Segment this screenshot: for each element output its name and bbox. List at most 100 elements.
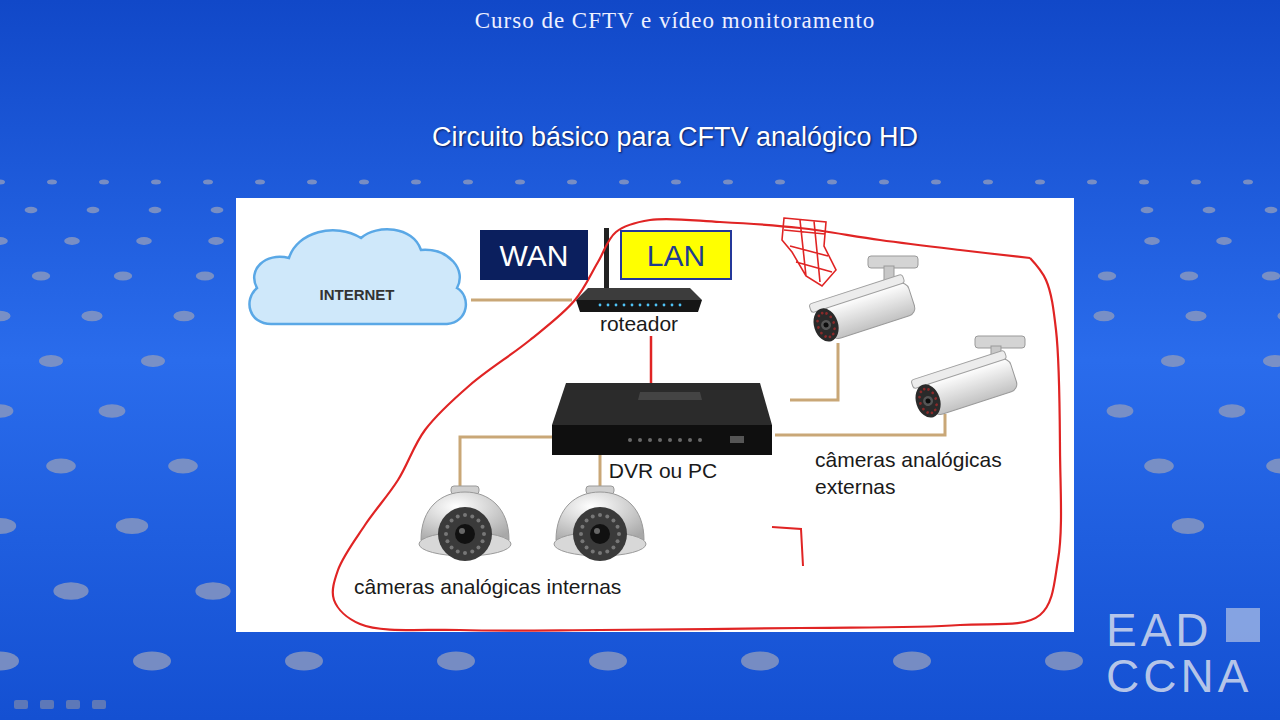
background-dot (307, 180, 317, 185)
ir-led (481, 539, 485, 543)
ir-led (825, 312, 829, 316)
background-dot (47, 180, 57, 185)
background-dot (1107, 404, 1134, 417)
router-led (623, 304, 626, 307)
ir-led (444, 532, 448, 536)
lens-highlight (459, 528, 465, 534)
camera-sunshield (809, 274, 905, 313)
camera-group-label: câmeras analógicas internas (354, 575, 621, 599)
router-node: roteador (572, 288, 706, 336)
ir-led (580, 539, 584, 543)
ir-led (922, 407, 926, 411)
ir-led (605, 514, 609, 518)
background-dot (515, 180, 525, 185)
dome-lens-housing (438, 507, 492, 561)
background-dot (99, 180, 109, 185)
nav-icon (92, 700, 106, 709)
background-dot (1219, 404, 1246, 417)
router-led (615, 304, 618, 307)
background-dot (1203, 207, 1216, 213)
camera-cable (775, 414, 945, 435)
bullet-camera (909, 349, 1019, 420)
background-dot (411, 180, 421, 185)
lens-highlight (594, 528, 600, 534)
background-dot (1191, 180, 1201, 185)
ir-led (919, 390, 923, 394)
router-antenna (604, 228, 609, 292)
dvr-button (658, 438, 662, 442)
ir-led (611, 545, 615, 549)
background-dot (619, 180, 629, 185)
background-dot (141, 355, 165, 367)
ir-led (935, 403, 939, 407)
background-dot (1035, 180, 1045, 185)
background-dot (983, 180, 993, 185)
dome-camera (554, 486, 646, 561)
ir-led (470, 514, 474, 518)
ir-led (463, 551, 467, 555)
hand-drawn-mark (772, 527, 803, 566)
background-dot (195, 582, 230, 600)
router-led (607, 304, 610, 307)
background-dot (1045, 652, 1083, 671)
background-dot (1243, 180, 1253, 185)
background-dot (1144, 237, 1160, 245)
course-header: Curso de CFTV e vídeo monitoramento (475, 8, 876, 34)
background-dot (893, 652, 931, 671)
ir-led (445, 525, 449, 529)
background-dot (931, 180, 941, 185)
ir-led (476, 545, 480, 549)
ir-led (930, 411, 934, 415)
cloud-shape (243, 220, 471, 328)
background-dot (1098, 271, 1116, 280)
node-label: WAN (500, 238, 569, 273)
dvr-button (678, 438, 682, 442)
dvr-button (698, 438, 702, 442)
router-front (576, 300, 702, 312)
background-dot (1216, 237, 1232, 245)
ir-led (591, 550, 595, 554)
ir-led (476, 519, 480, 523)
background-dot (827, 180, 837, 185)
node-label: roteador (600, 312, 678, 336)
background-dot (32, 271, 50, 280)
diagram-panel (236, 198, 1074, 632)
ir-led (829, 315, 833, 319)
router-led (631, 304, 634, 307)
background-dot (285, 652, 323, 671)
ir-led (927, 388, 931, 392)
ir-led (919, 402, 923, 406)
background-dot (1141, 207, 1154, 213)
ir-led (831, 332, 835, 336)
background-dot (196, 271, 214, 280)
ir-led (926, 411, 930, 415)
network-cable (650, 336, 653, 383)
background-dot (168, 459, 198, 474)
camera-face (911, 381, 944, 421)
camera-face (809, 305, 842, 345)
background-dot (46, 459, 76, 474)
router-top (576, 288, 702, 300)
background-dot (116, 518, 148, 534)
camera-lens (823, 322, 829, 328)
background-dot (53, 582, 88, 600)
camera-lens (925, 398, 931, 404)
background-dot (208, 237, 224, 245)
lan-box: LAN (620, 230, 732, 280)
background-dot (879, 180, 889, 185)
ir-led (617, 532, 621, 536)
background-dot (64, 237, 80, 245)
background-dot (173, 311, 194, 322)
background-dot (1161, 355, 1185, 367)
ir-led (817, 314, 821, 318)
ir-led (931, 391, 935, 395)
router-led (647, 304, 650, 307)
ir-led (445, 539, 449, 543)
camera-lens (922, 395, 935, 408)
dome-lens-housing (573, 507, 627, 561)
nav-icon (14, 700, 28, 709)
background-dot (463, 180, 473, 185)
camera-lens (820, 319, 833, 332)
background-dot (39, 355, 63, 367)
ir-led (820, 311, 824, 315)
